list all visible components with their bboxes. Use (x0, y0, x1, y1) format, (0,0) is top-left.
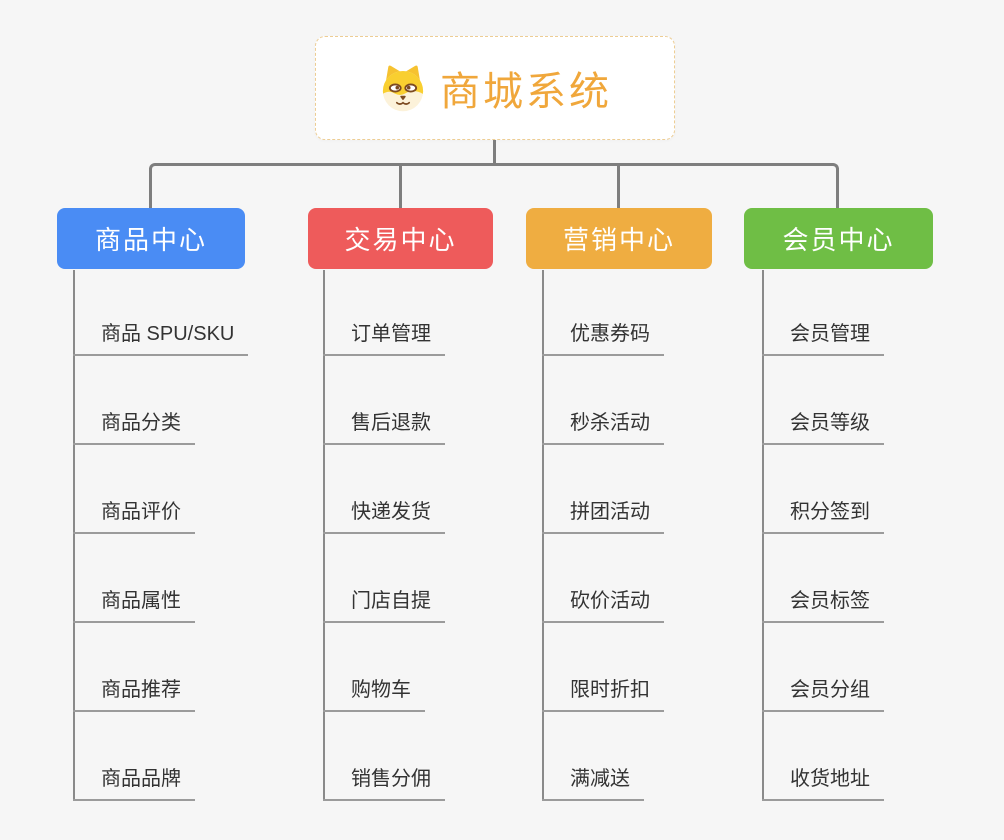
connector-trunk-marketing (542, 270, 544, 801)
child-node[interactable]: 拼团活动 (542, 498, 664, 534)
child-node[interactable]: 积分签到 (762, 498, 884, 534)
child-node[interactable]: 快递发货 (323, 498, 445, 534)
child-node[interactable]: 商品推荐 (73, 676, 195, 712)
child-node[interactable]: 商品评价 (73, 498, 195, 534)
child-node[interactable]: 限时折扣 (542, 676, 664, 712)
child-node[interactable]: 商品分类 (73, 409, 195, 445)
child-node[interactable]: 售后退款 (323, 409, 445, 445)
child-node[interactable]: 满减送 (542, 765, 644, 801)
child-node[interactable]: 会员管理 (762, 320, 884, 356)
connector-drop-trade (399, 164, 402, 208)
connector-root-stub (493, 140, 496, 164)
child-node[interactable]: 门店自提 (323, 587, 445, 623)
child-node[interactable]: 商品属性 (73, 587, 195, 623)
child-node[interactable]: 会员标签 (762, 587, 884, 623)
connector-bracket (149, 163, 839, 208)
child-node[interactable]: 收货地址 (762, 765, 884, 801)
child-node[interactable]: 购物车 (323, 676, 425, 712)
branch-node-trade-center[interactable]: 交易中心 (308, 208, 493, 269)
child-node[interactable]: 会员分组 (762, 676, 884, 712)
child-node[interactable]: 销售分佣 (323, 765, 445, 801)
branch-node-member-center[interactable]: 会员中心 (744, 208, 933, 269)
child-node[interactable]: 商品品牌 (73, 765, 195, 801)
connector-drop-marketing (617, 164, 620, 208)
child-node[interactable]: 商品 SPU/SKU (73, 320, 249, 356)
child-node[interactable]: 砍价活动 (542, 587, 664, 623)
child-node[interactable]: 会员等级 (762, 409, 884, 445)
branch-node-product-center[interactable]: 商品中心 (57, 208, 245, 269)
root-node[interactable]: 商城系统 (315, 36, 675, 140)
connector-trunk-trade (323, 270, 325, 801)
connector-trunk-product (73, 270, 75, 801)
connector-trunk-member (762, 270, 764, 801)
dog-face-icon (382, 65, 424, 112)
child-node[interactable]: 订单管理 (323, 320, 445, 356)
child-node[interactable]: 优惠券码 (542, 320, 664, 356)
child-node[interactable]: 秒杀活动 (542, 409, 664, 445)
root-title: 商城系统 (440, 70, 612, 114)
branch-node-marketing-center[interactable]: 营销中心 (526, 208, 712, 269)
